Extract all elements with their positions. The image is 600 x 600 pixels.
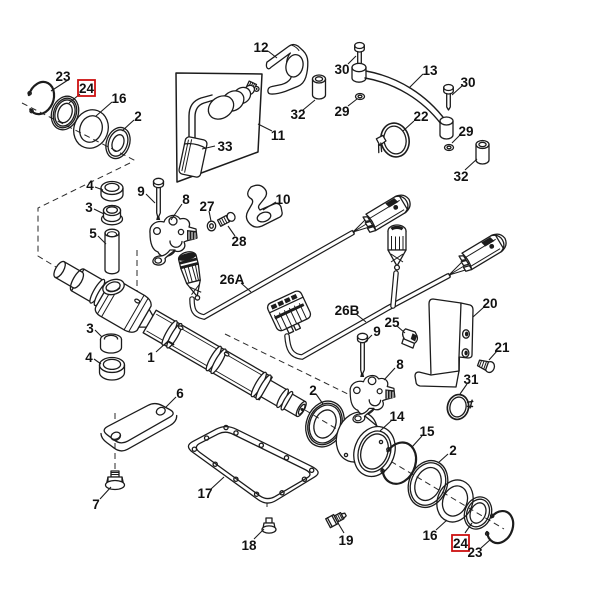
svg-text:2: 2 — [134, 109, 142, 124]
svg-text:5: 5 — [89, 226, 97, 241]
svg-text:16: 16 — [111, 91, 127, 106]
svg-text:32: 32 — [290, 107, 305, 122]
svg-text:23: 23 — [55, 69, 71, 84]
svg-text:24: 24 — [453, 536, 469, 551]
svg-text:14: 14 — [389, 409, 405, 424]
svg-text:24: 24 — [79, 81, 95, 96]
svg-text:21: 21 — [494, 340, 510, 355]
svg-text:6: 6 — [176, 386, 184, 401]
svg-text:7: 7 — [92, 497, 100, 512]
svg-text:22: 22 — [413, 109, 428, 124]
svg-text:26B: 26B — [335, 303, 360, 318]
svg-text:27: 27 — [199, 199, 214, 214]
svg-text:18: 18 — [241, 538, 257, 553]
svg-text:30: 30 — [460, 75, 475, 90]
svg-text:8: 8 — [182, 192, 190, 207]
svg-text:4: 4 — [85, 350, 93, 365]
svg-text:8: 8 — [396, 357, 404, 372]
svg-text:1: 1 — [147, 350, 155, 365]
svg-text:25: 25 — [384, 315, 400, 330]
svg-text:33: 33 — [217, 139, 233, 154]
svg-text:11: 11 — [271, 128, 286, 143]
svg-text:15: 15 — [419, 424, 435, 439]
svg-text:9: 9 — [373, 324, 381, 339]
svg-text:29: 29 — [334, 104, 349, 119]
svg-text:2: 2 — [309, 383, 317, 398]
svg-text:3: 3 — [86, 321, 94, 336]
svg-text:23: 23 — [467, 545, 483, 560]
svg-text:13: 13 — [422, 63, 438, 78]
svg-text:2: 2 — [449, 443, 457, 458]
svg-text:19: 19 — [338, 533, 353, 548]
svg-text:29: 29 — [458, 124, 473, 139]
svg-text:31: 31 — [463, 372, 479, 387]
svg-text:10: 10 — [275, 192, 290, 207]
svg-text:4: 4 — [86, 178, 94, 193]
svg-text:16: 16 — [422, 528, 438, 543]
svg-text:12: 12 — [253, 40, 268, 55]
svg-text:9: 9 — [137, 184, 145, 199]
svg-text:3: 3 — [85, 200, 93, 215]
svg-text:26A: 26A — [220, 272, 245, 287]
svg-text:32: 32 — [453, 169, 468, 184]
svg-text:28: 28 — [231, 234, 247, 249]
svg-text:20: 20 — [482, 296, 497, 311]
svg-text:17: 17 — [197, 486, 212, 501]
svg-text:30: 30 — [334, 62, 349, 77]
